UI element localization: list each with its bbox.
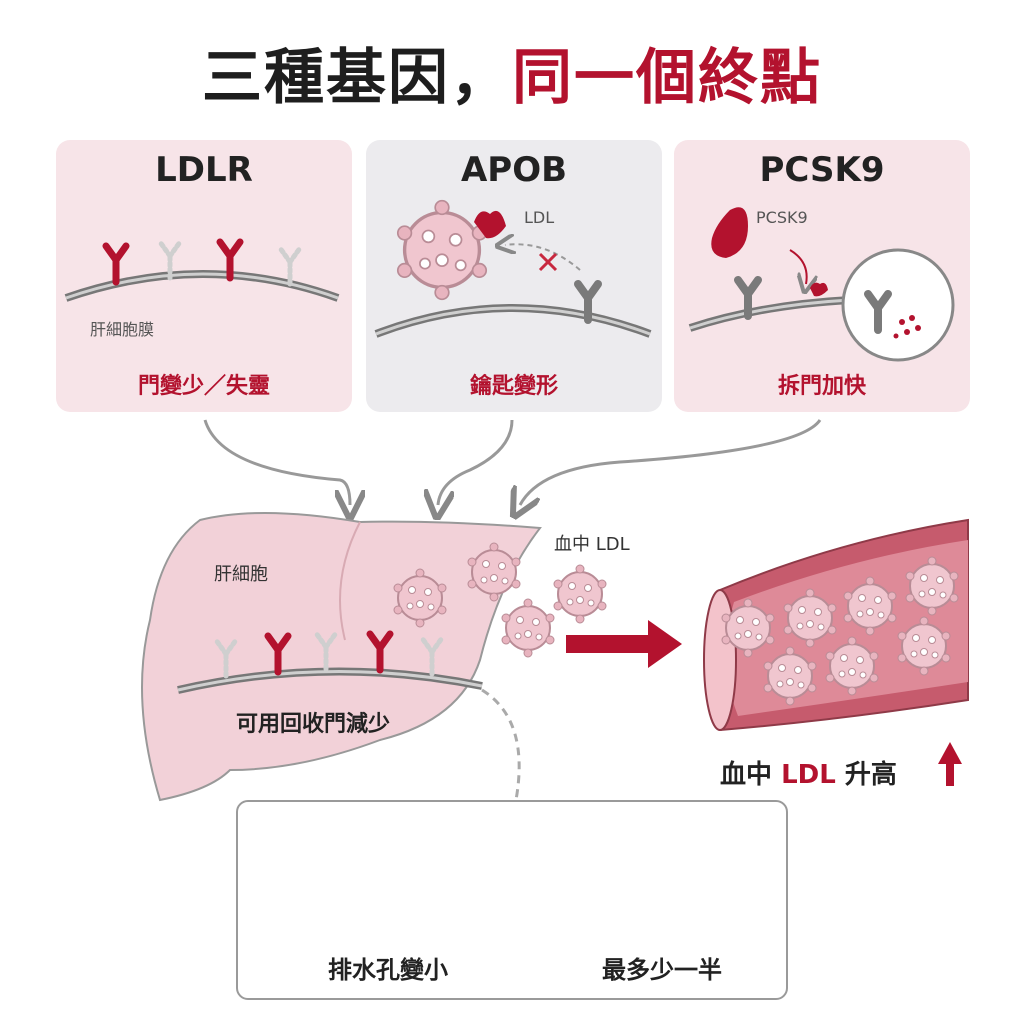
panel-title-pcsk9: PCSK9 — [759, 150, 885, 190]
panel-caption-pcsk9: 拆門加快 — [777, 374, 866, 399]
ldlr-receptor-active — [106, 246, 126, 282]
panel-title-apob: APOB — [460, 150, 568, 190]
blood-ldl-label: 血中 LDL — [554, 534, 630, 555]
result-text: 血中 LDL 升高 — [720, 754, 897, 791]
apob-ldl-particle — [396, 198, 488, 301]
apob-deformed-key — [474, 210, 506, 239]
liver-label: 肝細胞 — [214, 564, 268, 585]
apob-block-x — [538, 252, 558, 272]
title-part2: 同一個終點 — [512, 43, 822, 113]
pcsk9-membrane — [688, 296, 851, 332]
panel-caption-ldlr: 門變少／失靈 — [137, 374, 270, 399]
bottom-box — [236, 800, 788, 1000]
result-suffix: 升高 — [844, 760, 897, 790]
receptor-caption: 可用回收門減少 — [236, 712, 391, 737]
result-highlight: LDL — [781, 760, 836, 790]
membrane-label: 肝細胞膜 — [90, 320, 155, 339]
pcsk9-protein — [711, 207, 748, 258]
flow-arrow — [648, 620, 682, 668]
ldl-label: LDL — [524, 208, 555, 227]
bottom-left-caption: 排水孔變小 — [328, 956, 448, 984]
panel-caption-apob: 鑰匙變形 — [469, 374, 558, 399]
page-title: 三種基因，同一個終點 — [0, 38, 1024, 118]
pcsk9-label: PCSK9 — [756, 208, 808, 227]
panel-title-ldlr: LDLR — [155, 150, 253, 190]
result-prefix: 血中 — [720, 760, 773, 790]
bottom-right-caption: 最多少一半 — [602, 956, 722, 984]
pcsk9-lysosome — [841, 248, 955, 362]
title-part1: 三種基因， — [202, 43, 512, 113]
